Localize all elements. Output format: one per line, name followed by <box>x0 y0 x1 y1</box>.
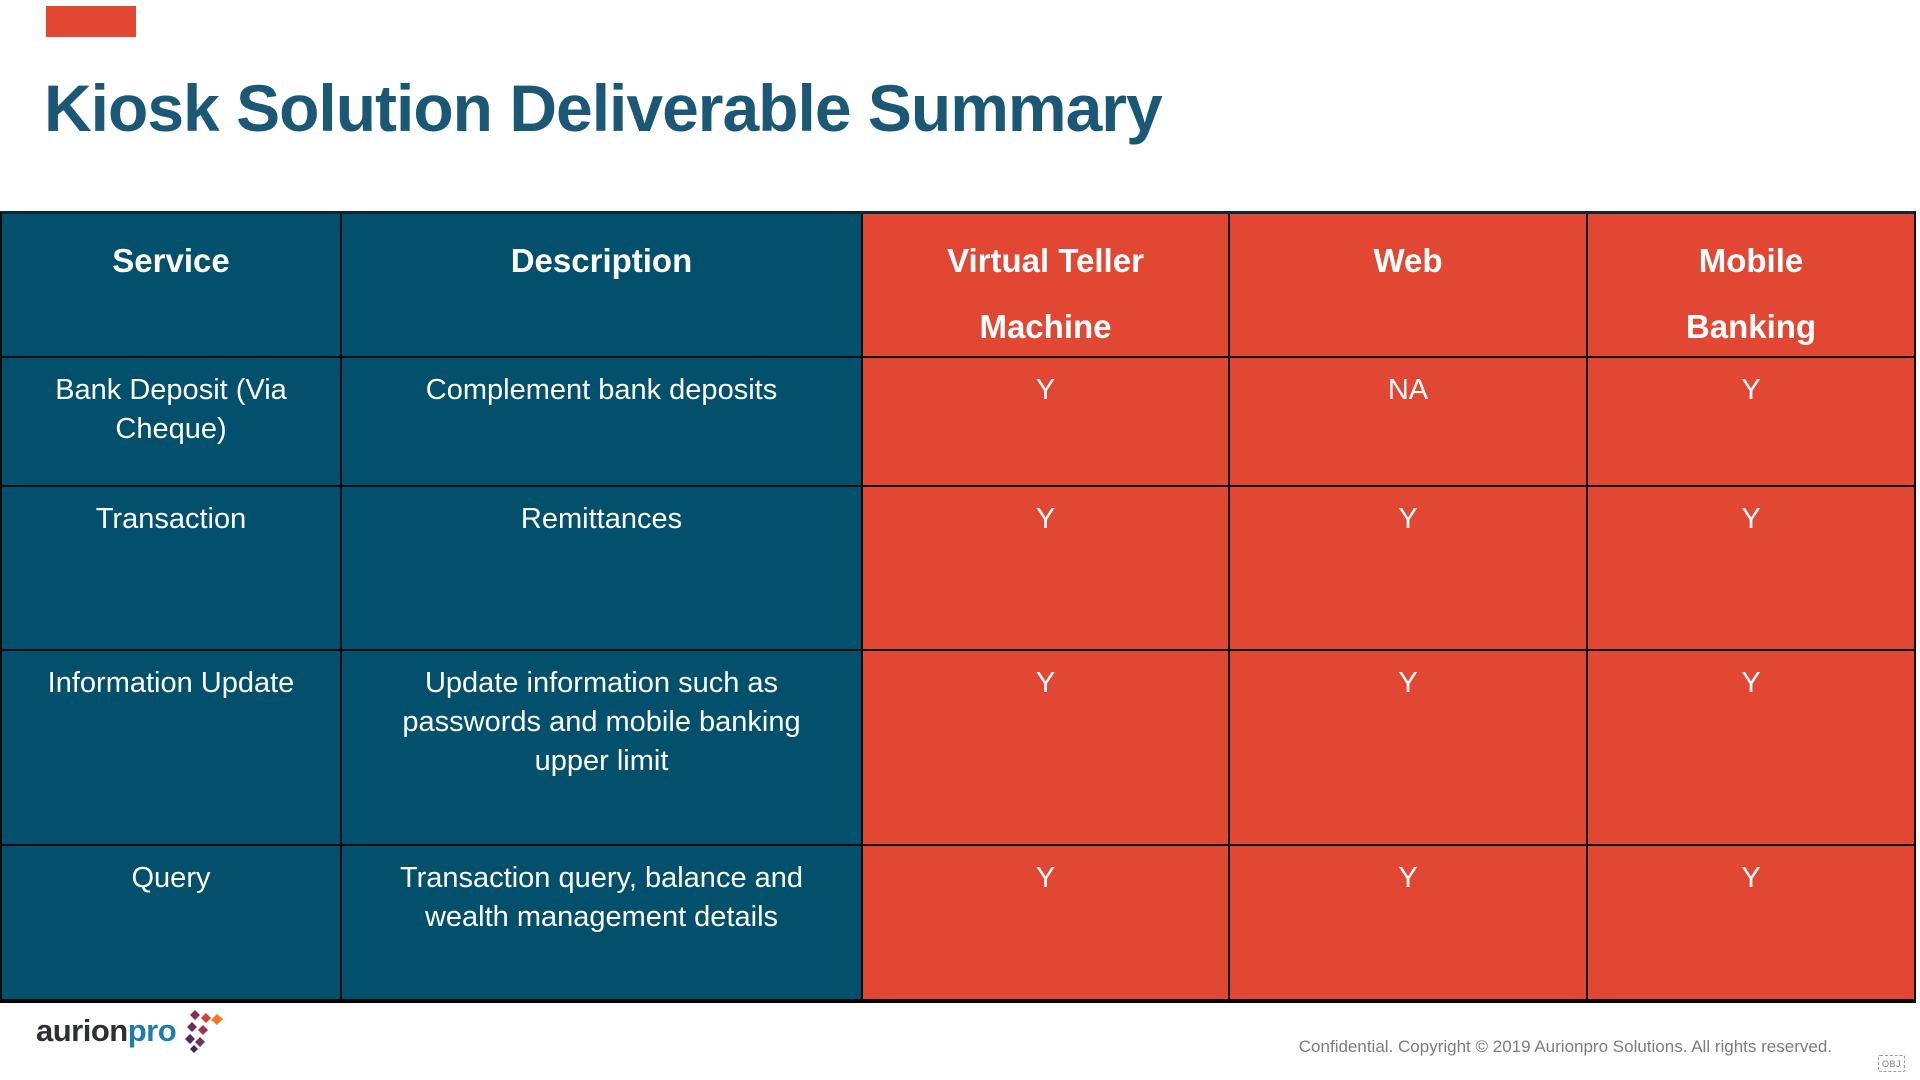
row1-mobile-cell: Y <box>1588 358 1914 487</box>
row4-vtm-cell: Y <box>863 846 1230 999</box>
deliverable-summary-table: Service Description Virtual Teller Machi… <box>0 211 1916 1003</box>
row2-service-cell: Transaction <box>2 487 342 651</box>
logo-text-pro: pro <box>127 1013 177 1048</box>
aurionpro-logo-text: aurionpro <box>36 1010 177 1052</box>
row3-web-cell: Y <box>1230 651 1588 846</box>
row4-web-cell: Y <box>1230 846 1588 999</box>
row1-vtm-cell: Y <box>863 358 1230 487</box>
logo-text-aurion: aurion <box>36 1013 128 1048</box>
header-cell-web: Web <box>1230 214 1588 358</box>
row3-service-cell: Information Update <box>2 651 342 846</box>
row1-description-cell: Complement bank deposits <box>342 358 863 487</box>
header-cell-mobile-banking: Mobile Banking <box>1588 214 1914 358</box>
slide-title: Kiosk Solution Deliverable Summary <box>44 71 1163 145</box>
aurionpro-logo: aurionpro <box>36 1010 224 1054</box>
row2-mobile-cell: Y <box>1588 487 1914 651</box>
row4-description-cell: Transaction query, balance and wealth ma… <box>342 846 863 999</box>
row1-web-cell: NA <box>1230 358 1588 487</box>
slide-accent-bar <box>46 6 136 37</box>
row4-mobile-cell: Y <box>1588 846 1914 999</box>
row3-description-cell: Update information such as passwords and… <box>342 651 863 846</box>
copyright-text: Confidential. Copyright © 2019 Aurionpro… <box>1298 1037 1832 1056</box>
row2-vtm-cell: Y <box>863 487 1230 651</box>
obj-placeholder-icon: OBJ <box>1878 1055 1905 1072</box>
row3-mobile-cell: Y <box>1588 651 1914 846</box>
row2-description-cell: Remittances <box>342 487 863 651</box>
header-cell-description: Description <box>342 214 863 358</box>
row4-service-cell: Query <box>2 846 342 999</box>
row3-vtm-cell: Y <box>863 651 1230 846</box>
header-cell-service: Service <box>2 214 342 358</box>
header-cell-virtual-teller-machine: Virtual Teller Machine <box>863 214 1230 358</box>
row1-service-cell: Bank Deposit (Via Cheque) <box>2 358 342 487</box>
aurionpro-logo-mark-icon <box>185 1010 224 1053</box>
row2-web-cell: Y <box>1230 487 1588 651</box>
